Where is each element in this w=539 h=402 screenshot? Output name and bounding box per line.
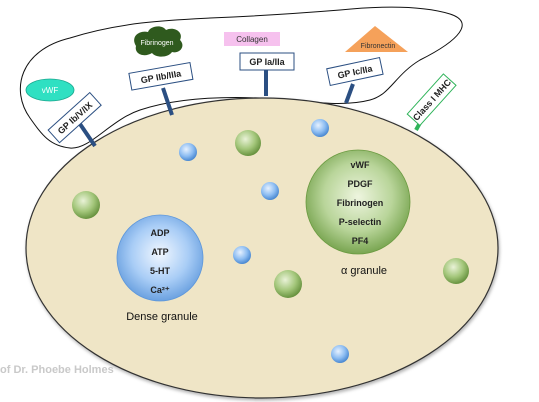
dense-content-calcium: Ca²⁺ bbox=[150, 285, 170, 295]
alpha-content-p-selectin: P-selectin bbox=[339, 217, 382, 227]
dense-granule-caption: Dense granule bbox=[126, 311, 198, 323]
gp-ia-label: GP Ia/IIa bbox=[249, 57, 285, 67]
small-alpha-granule bbox=[235, 130, 261, 156]
small-alpha-granule bbox=[72, 191, 100, 219]
dense-granule bbox=[116, 214, 204, 302]
fibronectin-ligand-shape bbox=[345, 26, 408, 52]
vwf-ligand-shape bbox=[25, 78, 75, 102]
mhc-box bbox=[406, 73, 457, 127]
alpha-granule-caption: α granule bbox=[341, 265, 387, 277]
outer-membrane-outline bbox=[19, 6, 463, 149]
gp-iib-box bbox=[128, 62, 194, 91]
alpha-content-pf4: PF4 bbox=[352, 236, 369, 246]
gp-iib-stalk bbox=[161, 87, 174, 116]
dense-content-atp: ATP bbox=[151, 247, 168, 257]
watermark: of Dr. Phoebe Holmes bbox=[0, 364, 114, 376]
small-dense-granule bbox=[331, 345, 349, 363]
fibronectin-ligand-label: Fibronectin bbox=[361, 43, 396, 50]
small-dense-granule bbox=[233, 246, 251, 264]
collagen-ligand-shape bbox=[224, 32, 280, 46]
gp-ib-stalk bbox=[78, 122, 97, 148]
collagen-ligand-label: Collagen bbox=[236, 35, 268, 44]
gp-ic-stalk bbox=[344, 83, 355, 104]
vwf-ligand-label: vWF bbox=[42, 86, 59, 95]
small-alpha-granule bbox=[274, 270, 302, 298]
fibrinogen-ligand-shape bbox=[134, 26, 183, 57]
gp-ic-box bbox=[326, 56, 384, 87]
small-dense-granule bbox=[179, 143, 197, 161]
dense-content-5ht: 5-HT bbox=[150, 266, 171, 276]
platelet-body bbox=[25, 97, 499, 399]
alpha-content-vwf: vWF bbox=[351, 160, 371, 170]
gp-ib-box bbox=[47, 91, 102, 144]
alpha-granule bbox=[305, 149, 411, 255]
small-dense-granule bbox=[261, 182, 279, 200]
fibrinogen-ligand-label: Fibrinogen bbox=[140, 40, 173, 47]
mhc-label: Class I MHC bbox=[411, 77, 454, 123]
small-dense-granule bbox=[311, 119, 329, 137]
small-alpha-granule bbox=[443, 258, 469, 284]
alpha-content-fibrinogen: Fibrinogen bbox=[337, 198, 384, 208]
dense-content-adp: ADP bbox=[150, 228, 169, 238]
gp-ia-box bbox=[239, 52, 295, 71]
alpha-content-pdgf: PDGF bbox=[347, 179, 373, 189]
